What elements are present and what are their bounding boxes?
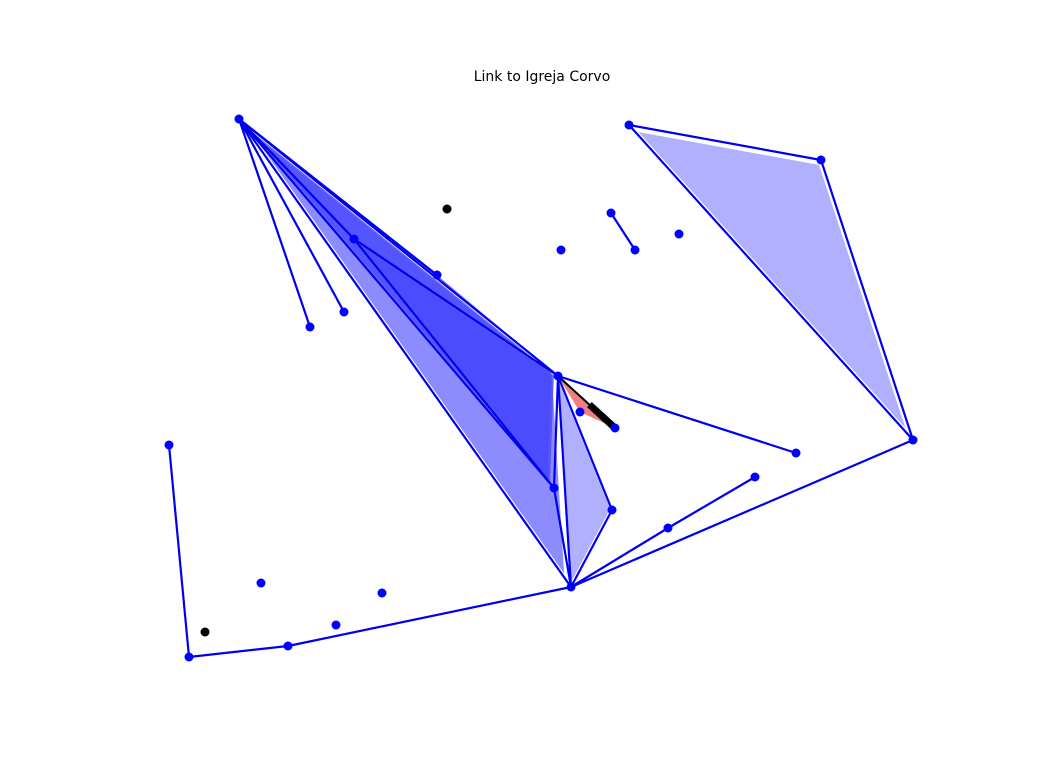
node-n10 — [432, 270, 442, 280]
edge-n1-n24 — [237, 117, 573, 589]
highlight-link — [586, 402, 618, 431]
node-n7 — [349, 234, 359, 244]
point-n4 — [442, 204, 452, 214]
edge-n13-n18 — [556, 374, 798, 455]
node-n11 — [339, 307, 349, 317]
edge-n20-n24 — [552, 486, 573, 589]
edge-n13-n21 — [556, 374, 614, 512]
node-n9 — [630, 245, 640, 255]
edge-n24-n22 — [569, 526, 670, 589]
edge-n7-n20 — [352, 237, 556, 490]
edge-n16-n2 — [627, 123, 915, 442]
edge-n13-n24 — [556, 374, 573, 589]
edge-n24-n28 — [286, 585, 573, 648]
node-n29 — [184, 652, 194, 662]
triangle-fill-1 — [252, 133, 565, 574]
node-n8 — [556, 245, 566, 255]
edge-n22-n19 — [666, 475, 757, 530]
edges-layer — [167, 117, 915, 659]
edge-n7-n13 — [352, 237, 560, 378]
edge-n1-n20 — [237, 117, 556, 490]
triangle-fills — [249, 127, 906, 582]
node-n20 — [549, 483, 559, 493]
edge-n21-n24 — [569, 508, 614, 589]
triangle-fill-6 — [638, 132, 906, 429]
edge-n29-n17 — [167, 443, 191, 659]
node-n5 — [606, 208, 616, 218]
triangle-fill-3 — [362, 246, 554, 481]
edge-n2-n3 — [627, 123, 823, 162]
node-n3 — [816, 155, 826, 165]
node-n28 — [283, 641, 293, 651]
edge-n28-n29 — [187, 644, 290, 659]
edge-n24-n16 — [569, 438, 915, 589]
edge-n1-n12 — [237, 117, 312, 329]
nodes-layer — [164, 114, 918, 662]
edge-n1-n11 — [237, 117, 346, 314]
node-n26 — [331, 620, 341, 630]
node-n23 — [256, 578, 266, 588]
edge-n1-n7 — [237, 117, 356, 241]
edge-n5-n9 — [609, 211, 637, 252]
node-n12 — [305, 322, 315, 332]
node-n24 — [566, 582, 576, 592]
edge-n1-n13 — [237, 117, 560, 378]
node-n14 — [575, 407, 585, 417]
point-n27 — [200, 627, 210, 637]
node-n1 — [234, 114, 244, 124]
node-n21 — [607, 505, 617, 515]
chart-title: Link to Igreja Corvo — [473, 69, 611, 85]
edge-n3-n16 — [819, 158, 915, 442]
node-n19 — [750, 472, 760, 482]
node-n6 — [674, 229, 684, 239]
edge-n13-n20 — [552, 374, 560, 490]
node-n16 — [908, 435, 918, 445]
node-n18 — [791, 448, 801, 458]
highlight-link-thin — [557, 375, 591, 406]
triangle-fill-5 — [559, 382, 611, 582]
node-n15 — [610, 423, 620, 433]
node-n13 — [553, 371, 563, 381]
node-n25 — [377, 588, 387, 598]
node-n17 — [164, 440, 174, 450]
node-n2 — [624, 120, 634, 130]
node-n22 — [663, 523, 673, 533]
